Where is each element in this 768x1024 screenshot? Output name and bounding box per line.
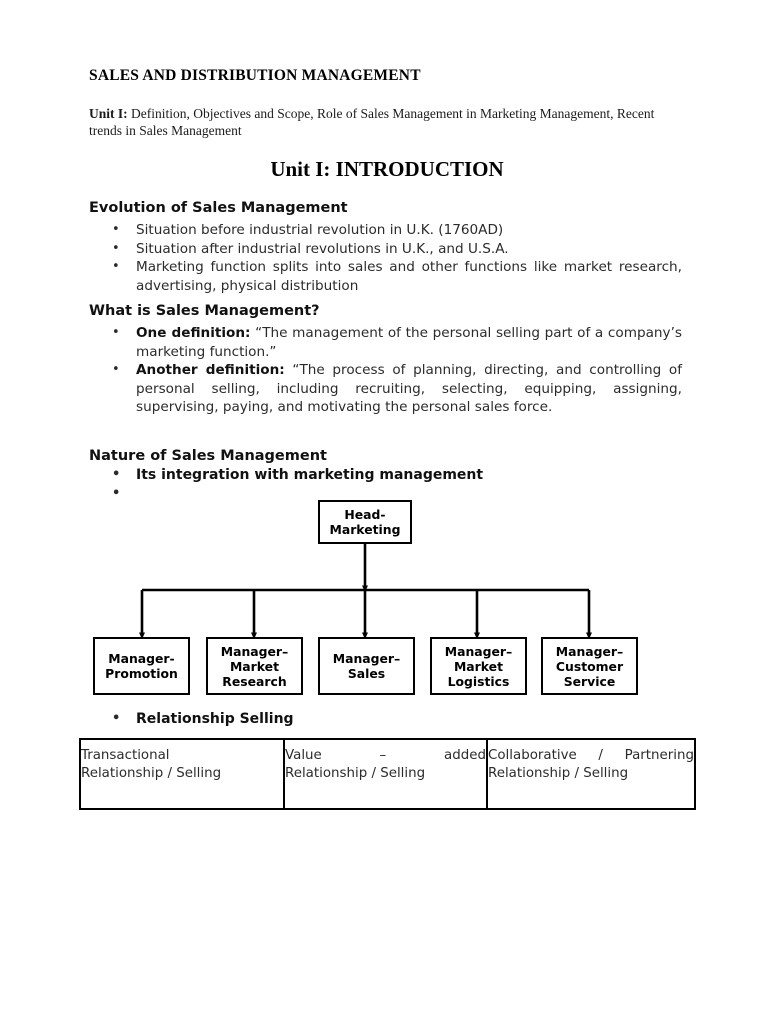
section-heading-what-is: What is Sales Management? xyxy=(89,303,320,319)
relationship-selling-list: Relationship Selling xyxy=(110,710,682,729)
org-node-manager-customer-service: Manager– Customer Service xyxy=(541,637,638,695)
list-item: Relationship Selling xyxy=(110,710,682,729)
list-item: One definition: “The management of the p… xyxy=(110,324,682,361)
list-item: Its integration with marketing managemen… xyxy=(110,466,682,485)
cell-line-1: Collaborative / Partnering xyxy=(488,748,694,763)
evolution-bullet-list: Situation before industrial revolution i… xyxy=(110,221,682,295)
org-node-manager-promotion: Manager- Promotion xyxy=(93,637,190,695)
unit-label: Unit I: xyxy=(89,106,128,121)
cell-line-2: Relationship / Selling xyxy=(488,766,629,782)
section-heading-evolution: Evolution of Sales Management xyxy=(89,200,348,216)
definition-lead: Another definition: xyxy=(136,362,285,379)
org-node-head-marketing: Head- Marketing xyxy=(318,500,412,544)
unit-scope-line: Unit I: Definition, Objectives and Scope… xyxy=(89,105,685,139)
definitions-list: One definition: “The management of the p… xyxy=(110,324,682,417)
org-node-manager-market-research: Manager– Market Research xyxy=(206,637,303,695)
definition-text: “The process of planning, directing, and… xyxy=(136,362,683,416)
main-heading: Unit I: INTRODUCTION xyxy=(270,157,504,181)
table-cell-collaborative: Collaborative / Partnering Relationship … xyxy=(486,738,696,810)
nature-bullet-list: Its integration with marketing managemen… xyxy=(110,466,682,503)
section-heading-nature: Nature of Sales Management xyxy=(89,448,327,464)
list-item: Marketing function splits into sales and… xyxy=(110,258,682,295)
list-item-empty xyxy=(110,485,682,504)
table-cell-value-added: Value – added Relationship / Selling xyxy=(283,738,488,810)
list-item: Situation before industrial revolution i… xyxy=(110,221,682,240)
page-title: SALES AND DISTRIBUTION MANAGEMENT xyxy=(89,67,421,84)
table-row: Transactional Relationship / Selling Val… xyxy=(79,738,696,810)
definition-text: “The management of the personal selling … xyxy=(136,325,682,360)
list-item: Situation after industrial revolutions i… xyxy=(110,240,682,259)
definition-lead: One definition: xyxy=(136,325,251,341)
cell-line-1: Value – added xyxy=(285,748,486,763)
cell-line-2: Relationship / Selling xyxy=(81,766,222,782)
cell-line-1: Transactional xyxy=(81,748,170,763)
org-node-manager-market-logistics: Manager– Market Logistics xyxy=(430,637,527,695)
relationship-selling-table: Transactional Relationship / Selling Val… xyxy=(79,738,696,810)
unit-scope-text: Definition, Objectives and Scope, Role o… xyxy=(89,106,655,138)
table-cell-transactional: Transactional Relationship / Selling xyxy=(79,738,285,810)
org-node-manager-sales: Manager– Sales xyxy=(318,637,415,695)
list-item: Another definition: “The process of plan… xyxy=(110,361,682,417)
cell-line-2: Relationship / Selling xyxy=(285,766,426,782)
